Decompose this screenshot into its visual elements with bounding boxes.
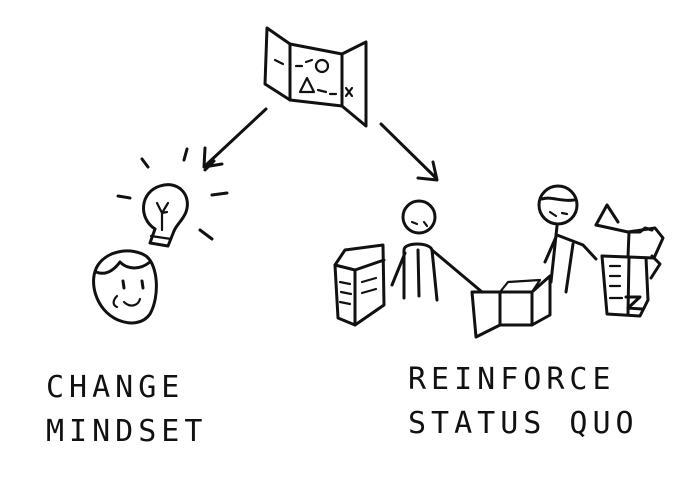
caption-line: REINFORCE — [408, 358, 639, 402]
people-moving-boxes-icon — [335, 186, 663, 337]
arrow-left-down — [204, 109, 266, 167]
arrow-right-down — [381, 124, 437, 180]
caption-change-mindset: CHANGE MINDSET — [46, 366, 207, 454]
caption-line: MINDSET — [46, 410, 207, 454]
caption-line: CHANGE — [46, 366, 207, 410]
folded-map-icon — [265, 28, 366, 126]
smiling-face-icon — [94, 251, 157, 323]
caption-line: STATUS QUO — [408, 402, 639, 446]
caption-reinforce-status-quo: REINFORCE STATUS QUO — [408, 358, 639, 446]
lightbulb-icon — [118, 149, 227, 246]
